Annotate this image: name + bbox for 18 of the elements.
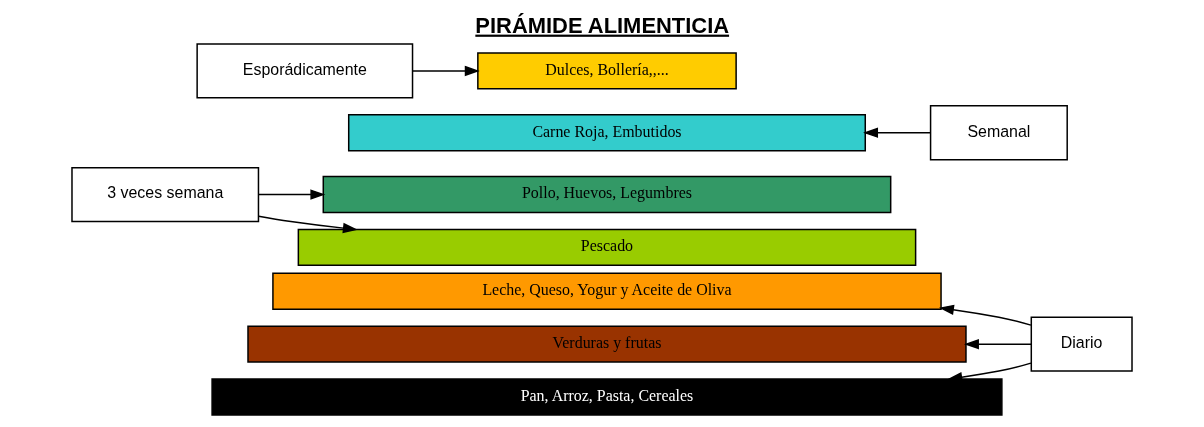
node-box: Pescado [297, 228, 917, 267]
node-box: Carne Roja, Embutidos [347, 114, 866, 152]
diagram-title: PIRÁMIDE ALIMENTICIA [475, 12, 730, 38]
arrow [258, 189, 326, 200]
arrow [863, 127, 932, 138]
node-box: Semanal [929, 105, 1068, 161]
node-box: Pan, Arroz, Pasta, Cereales [211, 378, 1003, 416]
node-box: Pollo, Huevos, Legumbres [322, 175, 892, 214]
node-box: Leche, Queso, Yogur y Aceite de Oliva [272, 272, 942, 310]
node-box: Diario [1030, 316, 1133, 372]
node-box: Dulces, Bollería,,... [477, 52, 737, 90]
arrow [963, 338, 1032, 350]
node-box: Verduras y frutas [247, 325, 967, 363]
node-box: Esporádicamente [196, 43, 414, 99]
arrow [257, 215, 358, 234]
arrow [938, 304, 1032, 326]
arrow [411, 65, 480, 77]
node-box: 3 veces semana [71, 166, 260, 223]
